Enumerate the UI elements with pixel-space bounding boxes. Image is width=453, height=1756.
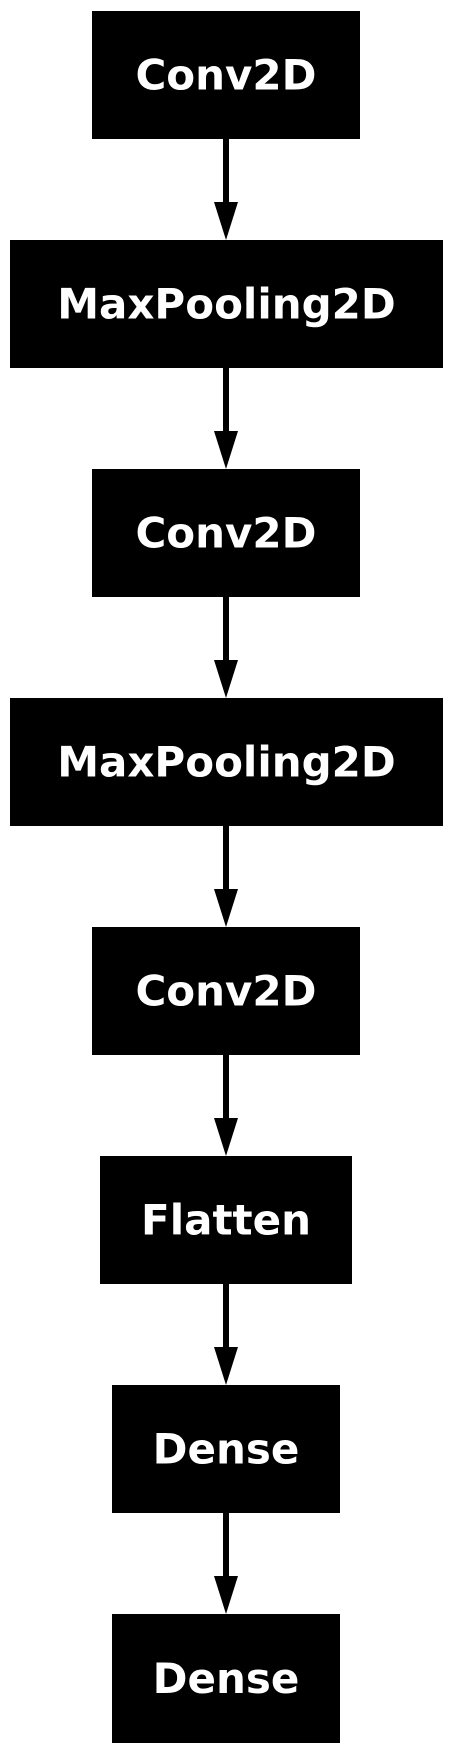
edge-arrow-2: [214, 597, 238, 698]
node-label: Dense: [153, 1654, 300, 1703]
arrowhead-icon: [214, 1347, 238, 1385]
node-box: [10, 240, 443, 368]
node-5: Flatten: [100, 1156, 352, 1284]
node-box: [100, 1156, 352, 1284]
node-7: Dense: [112, 1614, 340, 1743]
node-6: Dense: [112, 1385, 340, 1513]
node-1: MaxPooling2D: [10, 240, 443, 368]
node-box: [92, 11, 360, 139]
node-4: Conv2D: [92, 927, 360, 1055]
edge-arrow-4: [214, 1055, 238, 1156]
node-box: [112, 1614, 340, 1743]
edge-arrow-6: [214, 1513, 238, 1614]
edge-arrow-1: [214, 368, 238, 469]
node-0: Conv2D: [92, 11, 360, 139]
nodes: Conv2D MaxPooling2D Conv2D MaxPooling2D Conv…: [10, 11, 443, 1743]
node-label: Flatten: [141, 1196, 311, 1245]
edge-arrow-0: [214, 139, 238, 240]
edge-arrow-5: [214, 1284, 238, 1385]
node-box: [112, 1385, 340, 1513]
node-box: [10, 698, 443, 826]
node-label: MaxPooling2D: [57, 280, 396, 329]
node-label: Dense: [153, 1425, 300, 1474]
edges: [214, 139, 238, 1614]
node-label: Conv2D: [135, 509, 316, 558]
node-3: MaxPooling2D: [10, 698, 443, 826]
arrowhead-icon: [214, 660, 238, 698]
node-label: Conv2D: [135, 967, 316, 1016]
arrowhead-icon: [214, 889, 238, 927]
arrowhead-icon: [214, 431, 238, 469]
arrowhead-icon: [214, 1118, 238, 1156]
node-2: Conv2D: [92, 469, 360, 597]
arrowhead-icon: [214, 1576, 238, 1614]
node-label: MaxPooling2D: [57, 738, 396, 787]
node-box: [92, 469, 360, 597]
arrowhead-icon: [214, 202, 238, 240]
node-box: [92, 927, 360, 1055]
edge-arrow-3: [214, 826, 238, 927]
node-label: Conv2D: [135, 51, 316, 100]
